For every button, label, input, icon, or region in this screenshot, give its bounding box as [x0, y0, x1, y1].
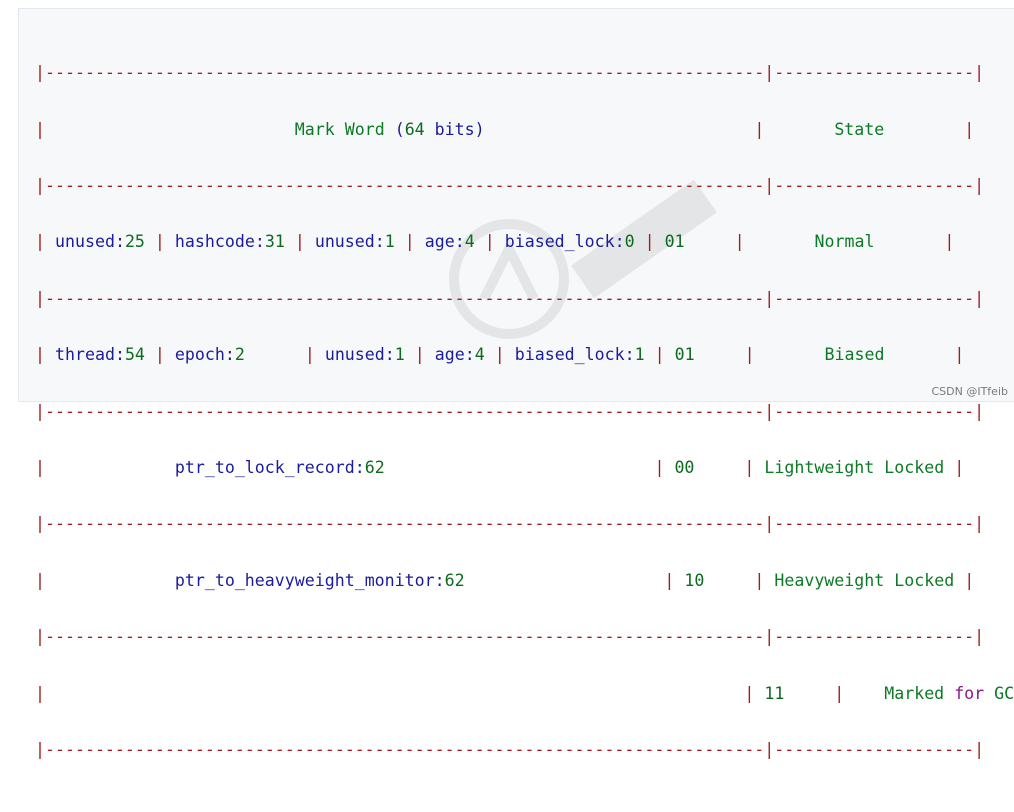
table-row-marked: | | 11 | Marked for GC | [35, 683, 1014, 703]
credit-label: CSDN @ITfeib [931, 385, 1008, 398]
lock-bits: 00 [674, 457, 695, 477]
state-value: Heavyweight Locked [774, 570, 955, 590]
separator-line: |---------------------------------------… [35, 288, 985, 308]
table-row-heavyweight: | ptr_to_heavyweight_monitor:62 | 10 | H… [35, 570, 975, 590]
state-header: State [834, 119, 885, 139]
lock-bits: 10 [684, 570, 705, 590]
lock-bits: 11 [764, 683, 785, 703]
state-value: Normal [814, 232, 875, 252]
separator-line: |---------------------------------------… [35, 401, 985, 421]
code-block: |---------------------------------------… [18, 8, 1014, 759]
keyword-for: for [954, 683, 985, 703]
table-row-biased: | thread:54 | epoch:2 | unused:1 | age:4… [35, 345, 965, 365]
separator-line: |---------------------------------------… [35, 175, 985, 195]
mark-word-label: Mark Word [294, 119, 385, 139]
field-name: ptr_to_lock_record: [174, 457, 365, 477]
lock-bits: 01 [664, 232, 685, 252]
state-value: Lightweight Locked [764, 457, 945, 477]
header-row: | Mark Word (64 bits) | State | [35, 119, 975, 139]
mark-word-table: |---------------------------------------… [35, 31, 1014, 812]
table-row-normal: | unused:25 | hashcode:31 | unused:1 | a… [35, 232, 955, 252]
state-value: Biased [824, 345, 885, 365]
state-value: Marked [884, 683, 945, 703]
separator-line: |---------------------------------------… [35, 63, 985, 83]
separator-line: |---------------------------------------… [35, 514, 985, 534]
separator-line: |---------------------------------------… [35, 739, 985, 759]
field-name: ptr_to_heavyweight_monitor: [174, 570, 445, 590]
lock-bits: 01 [674, 345, 695, 365]
table-row-lightweight: | ptr_to_lock_record:62 | 00 | Lightweig… [35, 457, 965, 477]
separator-line: |---------------------------------------… [35, 627, 985, 647]
